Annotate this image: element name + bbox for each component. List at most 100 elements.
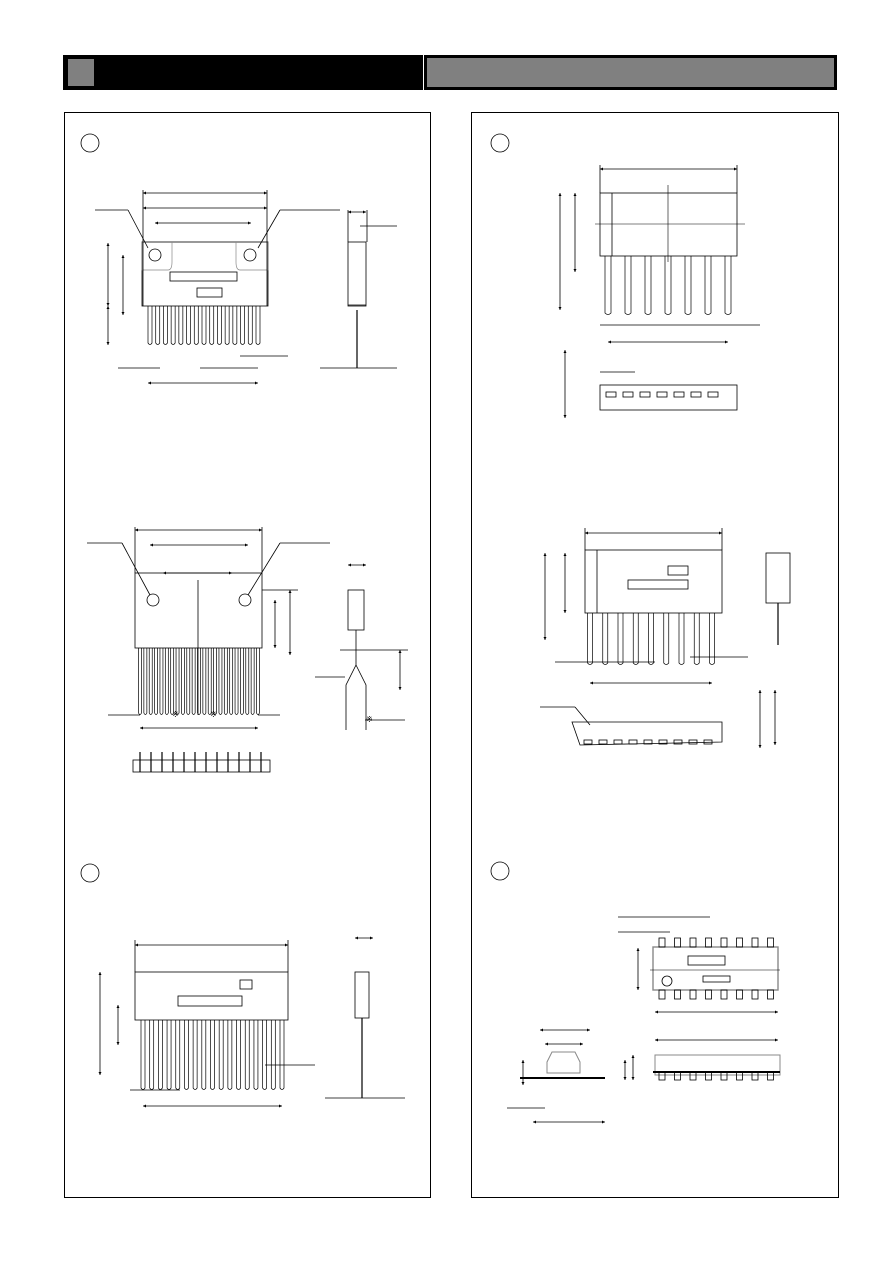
arrow-mark	[143, 206, 146, 210]
pin-pad	[656, 391, 668, 398]
arrow-mark	[725, 340, 728, 344]
arrow-mark	[573, 193, 577, 196]
arrow-mark	[590, 681, 593, 685]
pin	[191, 648, 196, 715]
pin	[693, 613, 700, 665]
pin-bottom	[720, 989, 728, 1000]
arrow-mark	[521, 1060, 525, 1063]
pin	[617, 613, 624, 665]
arrow-mark	[348, 563, 351, 567]
pin	[587, 613, 593, 665]
pin	[223, 648, 228, 715]
mounting-hole	[243, 248, 257, 262]
pin	[202, 648, 207, 715]
marking-area	[239, 979, 253, 990]
pin-top	[674, 937, 681, 948]
pin-pad	[639, 391, 651, 398]
pin-pad	[598, 739, 608, 745]
pin-bottom	[751, 989, 759, 1000]
pin-bottom	[674, 989, 681, 1000]
pin-pad	[720, 1071, 728, 1081]
pin	[663, 613, 670, 665]
arrow-mark	[563, 350, 567, 353]
arrow-mark	[775, 1010, 778, 1014]
arrow-mark	[758, 745, 762, 748]
pin	[227, 1020, 233, 1090]
marking-area	[627, 579, 689, 590]
arrow-mark	[273, 600, 277, 603]
package-body	[134, 971, 289, 1021]
arrow-mark	[288, 590, 292, 593]
package-body	[141, 241, 269, 307]
dimension-line	[121, 542, 151, 596]
pin	[244, 1020, 250, 1090]
pin	[664, 256, 672, 315]
pin	[270, 1020, 276, 1090]
arrow-mark	[248, 221, 251, 225]
pin-top	[689, 937, 697, 948]
arrow-mark	[143, 191, 146, 195]
side-view	[654, 1054, 781, 1076]
pin	[186, 306, 191, 345]
arrow-mark	[264, 191, 267, 195]
left-panel	[64, 112, 431, 1198]
package-1-drawing	[95, 190, 397, 385]
arrow-mark	[636, 948, 640, 951]
pin	[143, 648, 148, 715]
arrow-mark	[573, 269, 577, 272]
pin	[279, 1020, 285, 1090]
pin	[232, 306, 238, 345]
pin	[192, 1020, 198, 1090]
arrow-mark	[563, 553, 567, 556]
pin-top	[767, 937, 774, 948]
pin	[245, 648, 250, 715]
marking-area	[169, 271, 238, 282]
end-view	[546, 1051, 581, 1074]
arrow-mark	[623, 1060, 627, 1063]
arrow-mark	[563, 610, 567, 613]
pin	[158, 1020, 163, 1090]
arrow-mark	[608, 340, 611, 344]
pin-top	[658, 937, 666, 948]
package-4-drawing	[558, 165, 760, 418]
arrow-mark	[143, 1104, 146, 1108]
note-mark: ※	[366, 715, 373, 724]
pin-bottom	[689, 989, 697, 1000]
pin	[175, 1020, 181, 1090]
pin-pad	[736, 1071, 743, 1081]
arrow-mark	[106, 243, 110, 246]
pin-bottom	[658, 989, 666, 1000]
side-view	[347, 589, 365, 631]
arrow-mark	[106, 303, 110, 306]
arrow-mark	[98, 1072, 102, 1075]
arrow-mark	[775, 1038, 778, 1042]
pin-pad	[658, 1071, 666, 1081]
pin-pad	[689, 1071, 697, 1081]
arrow-mark	[773, 690, 777, 693]
arrow-mark	[106, 306, 110, 309]
pin-top	[751, 937, 759, 948]
arrow-mark	[148, 381, 151, 385]
pin	[213, 648, 217, 715]
pin	[209, 306, 215, 345]
pin-pad	[673, 391, 685, 398]
pin-pad	[658, 739, 668, 745]
arrow-mark	[155, 221, 158, 225]
pin	[253, 1020, 259, 1090]
section-number-circle	[490, 133, 510, 153]
mounting-hole	[238, 593, 252, 607]
arrow-mark	[255, 381, 258, 385]
pin-pad	[583, 739, 593, 745]
arrow-mark	[264, 206, 267, 210]
header-square-icon	[68, 59, 94, 86]
pin	[170, 648, 175, 715]
section-number-circle	[80, 863, 100, 883]
pin	[709, 613, 715, 665]
marking-area	[687, 955, 726, 966]
pin	[159, 648, 164, 715]
pin	[704, 256, 712, 315]
note-mark: ※	[210, 710, 217, 719]
pin-pad	[613, 739, 623, 745]
header-bar	[63, 55, 837, 90]
arrow-mark	[285, 943, 288, 947]
